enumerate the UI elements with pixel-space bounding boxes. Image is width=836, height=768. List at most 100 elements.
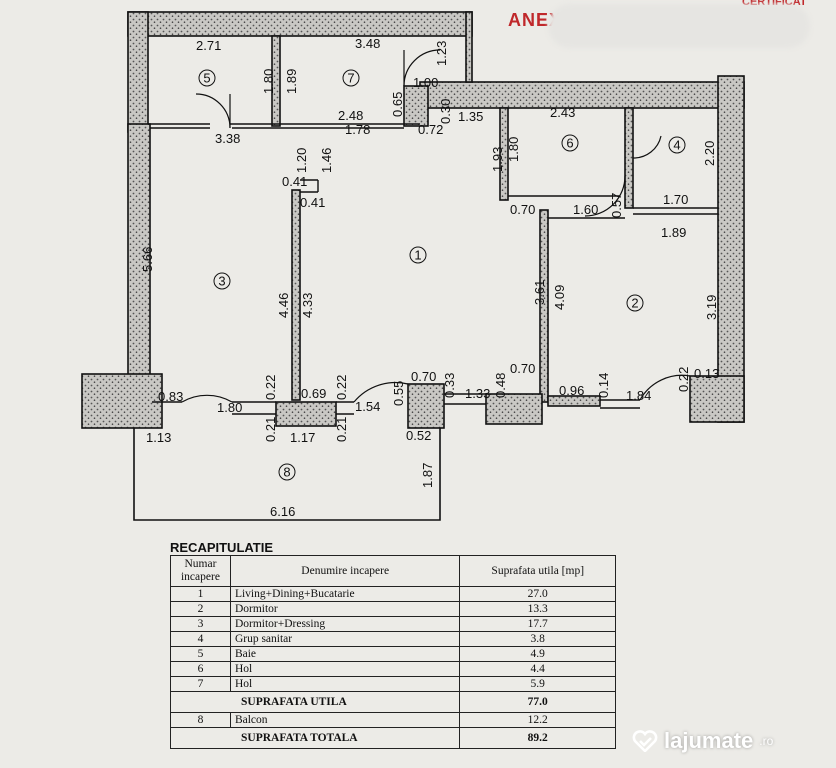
dim-label: 0.65 bbox=[390, 92, 405, 117]
dim-label: 1.93 bbox=[490, 147, 505, 172]
partitions bbox=[148, 123, 718, 415]
dim-label: 1.78 bbox=[345, 122, 370, 137]
room-numbers: 1 2 3 4 5 6 7 8 bbox=[198, 69, 686, 481]
balcon-row: 8 Balcon 12.2 bbox=[170, 712, 616, 728]
dim-label: 2.48 bbox=[338, 108, 363, 123]
row-area: 4.4 bbox=[459, 661, 616, 677]
dim-label: 0.70 bbox=[510, 202, 535, 217]
watermark-tld: .ro bbox=[759, 734, 774, 748]
recap-title: RECAPITULATIE bbox=[170, 540, 274, 555]
dim-label: 0.69 bbox=[301, 386, 326, 401]
dim-label: 0.52 bbox=[406, 428, 431, 443]
dim-label: 0.48 bbox=[493, 373, 508, 398]
dim-label: 3.19 bbox=[704, 295, 719, 320]
row-area: 17.7 bbox=[459, 616, 616, 632]
util-label: SUPRAFATA UTILA bbox=[169, 691, 461, 713]
room-number-8: 8 bbox=[283, 465, 290, 480]
dim-label: 2.20 bbox=[702, 141, 717, 166]
row-name: Grup sanitar bbox=[229, 631, 461, 647]
dim-label: 0.33 bbox=[442, 373, 457, 398]
room-number-6: 6 bbox=[566, 136, 573, 151]
heart-check-icon bbox=[632, 730, 658, 752]
recap-table: Numar incapere Denumire incapere Suprafa… bbox=[169, 555, 616, 749]
balcony-outline bbox=[133, 428, 441, 521]
lajumate-watermark: lajumate .ro bbox=[632, 728, 773, 754]
dim-label: 0.70 bbox=[411, 369, 436, 384]
dim-label: 0.13 bbox=[694, 366, 719, 381]
dim-label: 0.83 bbox=[158, 389, 183, 404]
dim-label: 1.87 bbox=[420, 463, 435, 488]
room-number-1: 1 bbox=[414, 248, 421, 263]
dim-label: 1.80 bbox=[217, 400, 242, 415]
dim-label: 0.21 bbox=[334, 417, 349, 442]
dim-label: 4.46 bbox=[276, 293, 291, 318]
balcon-name: Balcon bbox=[229, 712, 461, 728]
dim-label: 0.70 bbox=[510, 361, 535, 376]
dim-label: 1.17 bbox=[290, 430, 315, 445]
room-number-7: 7 bbox=[347, 71, 354, 86]
row-name: Baie bbox=[229, 646, 461, 662]
dim-label: 1.60 bbox=[573, 202, 598, 217]
dim-label: 0.57 bbox=[609, 193, 624, 218]
dim-label: 0.72 bbox=[418, 122, 443, 137]
dim-label: 0.96 bbox=[559, 383, 584, 398]
total-label: SUPRAFATA TOTALA bbox=[169, 727, 461, 749]
dimension-labels: 2.71 3.48 1.23 1.80 1.89 1.00 0.65 2.48 … bbox=[140, 36, 719, 519]
balcon-number: 8 bbox=[170, 712, 231, 728]
walls bbox=[81, 11, 745, 429]
row-number: 1 bbox=[170, 586, 231, 602]
watermark-brand: lajumate bbox=[664, 728, 754, 753]
dim-label: 0.41 bbox=[300, 195, 325, 210]
total-value: 89.2 bbox=[459, 727, 616, 749]
table-header-row: Numar incapere Denumire incapere Suprafa… bbox=[170, 555, 616, 587]
dim-label: 6.16 bbox=[270, 504, 295, 519]
dim-label: 4.09 bbox=[552, 285, 567, 310]
redaction-blur bbox=[548, 4, 810, 48]
door-swings bbox=[181, 49, 691, 403]
dim-label: 1.80 bbox=[506, 137, 521, 162]
dim-label: 1.54 bbox=[355, 399, 380, 414]
dim-label: 0.55 bbox=[391, 381, 406, 406]
total-row: SUPRAFATA TOTALA 89.2 bbox=[169, 727, 616, 749]
row-number: 3 bbox=[170, 616, 231, 632]
room-number-5: 5 bbox=[203, 71, 210, 86]
row-name: Living+Dining+Bucatarie bbox=[229, 586, 461, 602]
dim-label: 0.41 bbox=[282, 174, 307, 189]
row-name: Hol bbox=[229, 676, 461, 692]
column-header-area: Suprafata utila [mp] bbox=[459, 555, 616, 587]
row-number: 2 bbox=[170, 601, 231, 617]
row-area: 5.9 bbox=[459, 676, 616, 692]
row-area: 13.3 bbox=[459, 601, 616, 617]
room-number-2: 2 bbox=[631, 296, 638, 311]
floor-plan: 1 2 3 4 5 6 7 8 2.71 3.48 1.23 1.80 1.89… bbox=[81, 11, 745, 521]
dim-label: 0.22 bbox=[334, 375, 349, 400]
dim-label: 3.48 bbox=[355, 36, 380, 51]
dim-label: 1.70 bbox=[663, 192, 688, 207]
row-area: 4.9 bbox=[459, 646, 616, 662]
row-number: 7 bbox=[170, 676, 231, 692]
dim-label: 1.00 bbox=[413, 75, 438, 90]
dim-label: 1.33 bbox=[465, 386, 490, 401]
row-area: 3.8 bbox=[459, 631, 616, 647]
row-number: 4 bbox=[170, 631, 231, 647]
dim-label: 5.66 bbox=[140, 247, 155, 272]
row-name: Dormitor+Dressing bbox=[229, 616, 461, 632]
dim-label: 0.22 bbox=[676, 367, 691, 392]
dim-label: 1.89 bbox=[284, 69, 299, 94]
dim-label: 2.43 bbox=[550, 105, 575, 120]
dim-label: 1.80 bbox=[261, 69, 276, 94]
room-number-4: 4 bbox=[673, 138, 680, 153]
dim-label: 0.30 bbox=[438, 99, 453, 124]
dim-label: 4.33 bbox=[300, 293, 315, 318]
dim-label: 0.21 bbox=[263, 417, 278, 442]
util-value: 77.0 bbox=[459, 691, 616, 713]
util-row: SUPRAFATA UTILA 77.0 bbox=[169, 691, 616, 713]
dim-label: 3.38 bbox=[215, 131, 240, 146]
